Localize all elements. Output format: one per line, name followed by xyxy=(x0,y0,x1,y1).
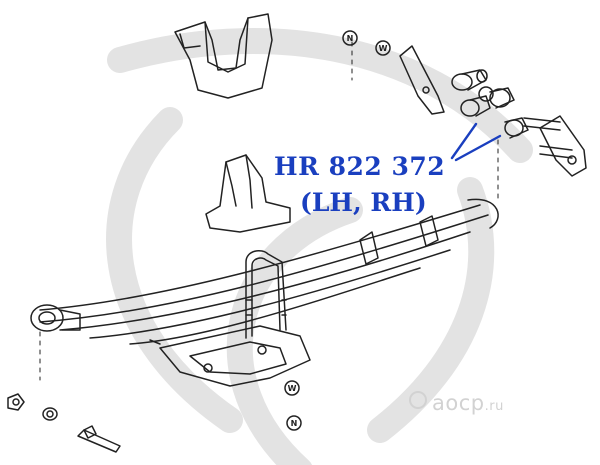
washer-marker-bottom xyxy=(284,380,300,396)
spring-eye-front xyxy=(30,304,81,332)
shackle-plate xyxy=(399,45,445,115)
bushing-upper-inner xyxy=(489,87,515,109)
washer-marker-top xyxy=(375,40,391,56)
front-pin-bolt xyxy=(77,425,121,453)
watermark-tld: .ru xyxy=(484,399,504,414)
nut-marker-top-letter: N xyxy=(347,34,354,43)
assembly-centerline xyxy=(39,41,499,381)
u-bolt xyxy=(245,249,287,339)
nut-marker-bottom xyxy=(286,415,302,431)
front-washer xyxy=(42,407,58,421)
bushing-lower-inner xyxy=(504,117,529,139)
part-side-label: (LH, RH) xyxy=(300,188,427,217)
part-number-label: HR 822 372 xyxy=(274,152,446,181)
spring-seat-plate xyxy=(159,325,311,387)
bump-stopper xyxy=(205,154,291,233)
seat-bolt xyxy=(149,339,161,345)
washer-marker-bottom-letter: W xyxy=(288,384,297,393)
bushing-set xyxy=(451,69,529,139)
washer-marker-top-letter: W xyxy=(379,44,388,53)
spring-bracket-top xyxy=(174,13,273,99)
leaf-spring xyxy=(39,198,499,345)
watermark-logo xyxy=(106,28,533,465)
watermark-logo-glyph xyxy=(409,391,427,409)
front-nut xyxy=(7,393,25,411)
shackle-link xyxy=(539,115,587,177)
nut-marker-bottom-letter: N xyxy=(291,419,298,428)
label-leader-lines xyxy=(450,122,502,162)
bushing-upper-pair xyxy=(478,86,494,102)
watermark-text: aocp.ru xyxy=(432,391,504,415)
bushing-upper-outer xyxy=(451,69,488,91)
shackle-bolt xyxy=(523,117,573,159)
watermark-name: aocp xyxy=(432,391,485,415)
bushing-lower-outer xyxy=(460,95,491,117)
nut-marker-top xyxy=(342,30,358,46)
spring-clamp xyxy=(359,215,439,265)
